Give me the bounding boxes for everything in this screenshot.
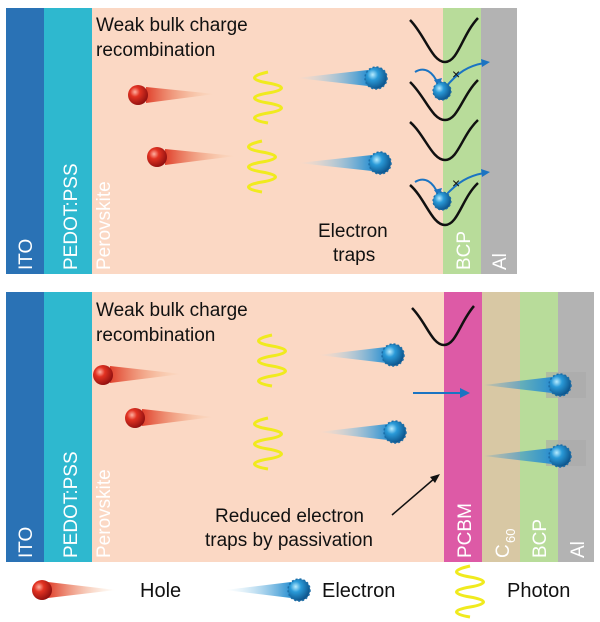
legend: Hole Electron Photon bbox=[32, 564, 570, 619]
ito-label: ITO bbox=[16, 527, 37, 558]
al-label: Al bbox=[568, 541, 589, 558]
electron-traps-line2: traps bbox=[333, 245, 375, 266]
electron-particle bbox=[318, 420, 407, 444]
photon-wave bbox=[257, 333, 287, 388]
trapped-electron: × bbox=[414, 169, 490, 211]
photon-wave bbox=[253, 70, 283, 125]
svg-text:×: × bbox=[452, 66, 460, 82]
c60-label-base: C bbox=[493, 544, 514, 558]
electron-particle bbox=[484, 373, 572, 397]
hole-particle bbox=[147, 147, 236, 167]
trap-wells bbox=[409, 17, 479, 227]
al-layer bbox=[558, 292, 594, 562]
reduced-traps-line1: Reduced electron bbox=[215, 506, 364, 527]
top-panel: ITO PEDOT:PSS Perovskite BCP Al Weak bul… bbox=[6, 8, 517, 274]
ito-label: ITO bbox=[16, 239, 37, 270]
pcbm-label: PCBM bbox=[455, 503, 476, 558]
perovskite-layer bbox=[92, 8, 448, 274]
pedot-label: PEDOT:PSS bbox=[61, 163, 82, 270]
pcbm-energy-well bbox=[411, 305, 475, 347]
perovskite-label: Perovskite bbox=[94, 181, 115, 270]
pedot-layer bbox=[44, 8, 92, 274]
hole-particle bbox=[93, 365, 182, 385]
c60-label: C 60 bbox=[493, 529, 518, 558]
legend-photon-label: Photon bbox=[507, 580, 570, 602]
legend-electron-label: Electron bbox=[322, 580, 395, 602]
reduced-traps-line2: traps by passivation bbox=[205, 530, 373, 551]
bcp-label: BCP bbox=[454, 231, 475, 270]
top-heading-line2: recombination bbox=[96, 40, 215, 61]
perovskite-label: Perovskite bbox=[94, 469, 115, 558]
legend-hole-symbol bbox=[32, 580, 116, 600]
hole-particle bbox=[128, 85, 215, 105]
electron-traps-line1: Electron bbox=[318, 221, 388, 242]
c60-layer bbox=[482, 292, 520, 562]
bottom-heading-line1: Weak bulk charge bbox=[96, 300, 248, 321]
electron-particle bbox=[298, 151, 392, 175]
legend-photon-symbol bbox=[455, 564, 485, 619]
bcp-label: BCP bbox=[530, 519, 551, 558]
bottom-panel: ITO PEDOT:PSS Perovskite PCBM C 60 BCP A… bbox=[6, 292, 594, 562]
electron-particle bbox=[296, 66, 388, 90]
electron-particle bbox=[484, 444, 572, 468]
c60-label-sub: 60 bbox=[503, 529, 518, 543]
ito-layer bbox=[6, 8, 44, 274]
extraction-arrow bbox=[413, 388, 470, 398]
legend-electron-symbol bbox=[225, 578, 311, 602]
electron-particle bbox=[318, 343, 405, 367]
hole-particle bbox=[125, 408, 214, 428]
photon-wave bbox=[247, 139, 277, 194]
legend-hole-label: Hole bbox=[140, 580, 181, 602]
pedot-label: PEDOT:PSS bbox=[61, 451, 82, 558]
al-label: Al bbox=[490, 253, 511, 270]
top-heading-line1: Weak bulk charge bbox=[96, 15, 248, 36]
bottom-heading-line2: recombination bbox=[96, 325, 215, 346]
svg-text:×: × bbox=[452, 175, 460, 191]
bcp-layer bbox=[520, 292, 558, 562]
ito-layer bbox=[6, 292, 44, 562]
al-layer bbox=[481, 8, 517, 274]
trapped-electron: × bbox=[414, 59, 490, 101]
passivation-arrow bbox=[391, 474, 440, 516]
pedot-layer bbox=[44, 292, 92, 562]
pcbm-layer bbox=[444, 292, 482, 562]
photon-wave bbox=[253, 416, 283, 471]
